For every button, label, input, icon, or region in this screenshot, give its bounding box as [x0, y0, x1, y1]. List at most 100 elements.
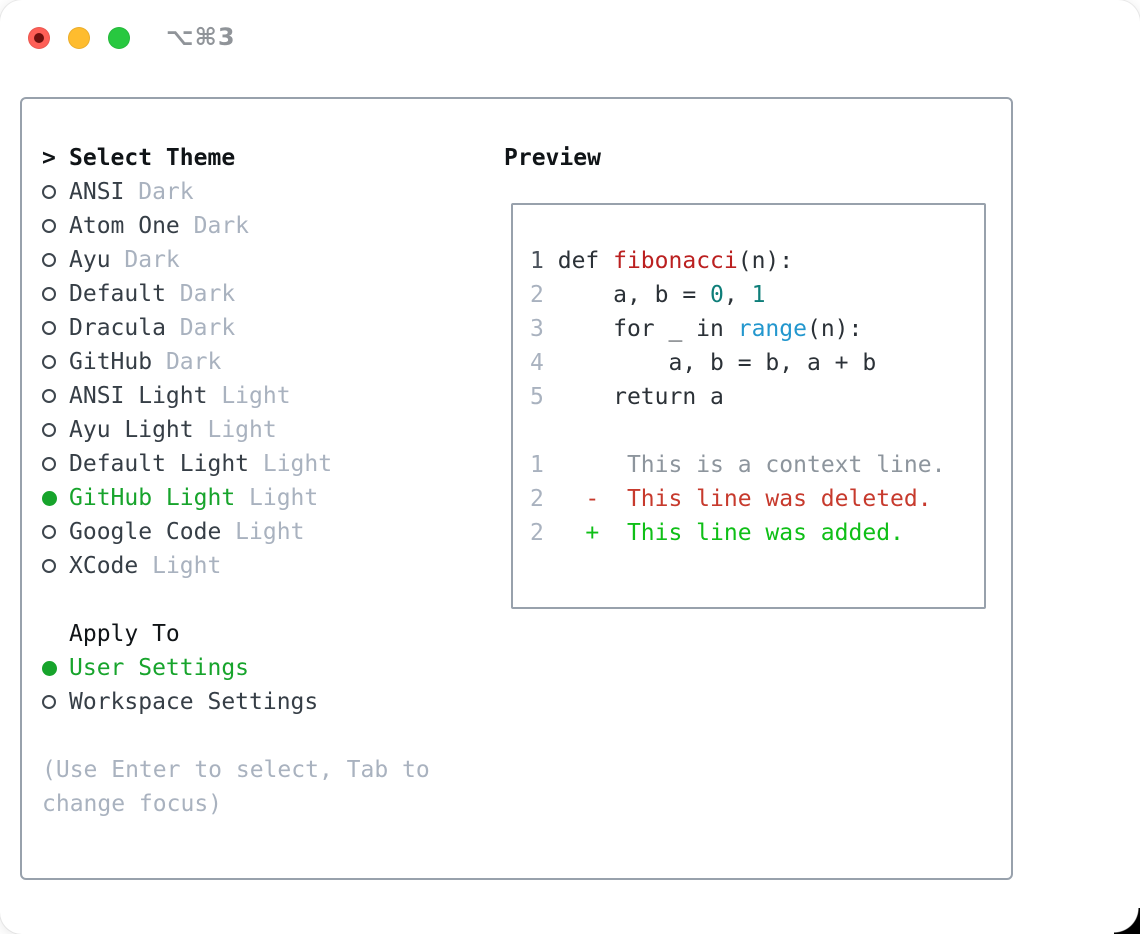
theme-item-label: Google Code: [69, 519, 222, 545]
token-line_number: 5: [530, 384, 544, 410]
token-line_number: 4: [530, 350, 544, 376]
theme-item-variant-tag: Light: [138, 553, 222, 579]
theme-item-variant-tag: Light: [221, 519, 305, 545]
minimize-button[interactable]: [68, 27, 90, 49]
theme-item-ansi-light[interactable]: ANSI Light Light: [42, 379, 492, 413]
radio-icon: [42, 185, 56, 199]
token-code: [544, 486, 586, 512]
diff-line-3: 2 + This line was added.: [530, 516, 984, 550]
theme-item-label: ANSI: [69, 179, 125, 205]
code-line-2: 2 a, b = 0, 1: [530, 278, 984, 312]
token-code: (n):: [737, 248, 794, 274]
token-line_number: 1: [530, 452, 544, 478]
radio-icon: [42, 253, 56, 267]
window-title: ⌥⌘3: [166, 23, 236, 51]
theme-item-variant-tag: Dark: [165, 315, 236, 341]
theme-item-default-light[interactable]: Default Light Light: [42, 447, 492, 481]
token-number: 1: [751, 282, 766, 308]
theme-item-ansi[interactable]: ANSI Dark: [42, 175, 492, 209]
theme-item-atom-one[interactable]: Atom One Dark: [42, 209, 492, 243]
code-line-5: 5 return a: [530, 380, 984, 414]
token-function: fibonacci: [613, 248, 738, 274]
token-line_number: 2: [530, 486, 544, 512]
theme-item-variant-tag: Dark: [110, 247, 180, 273]
token-code: a, b =: [543, 282, 711, 308]
zoom-button[interactable]: [108, 27, 130, 49]
diff-line-1: 1 This is a context line.: [530, 448, 984, 482]
token-code: def: [557, 248, 614, 274]
radio-icon: [42, 321, 56, 335]
token-line_number_active: 1: [530, 248, 544, 274]
theme-item-label: GitHub: [69, 349, 153, 375]
radio-icon: [42, 695, 56, 709]
screen-corner: [1114, 908, 1140, 934]
focus-caret-icon: >: [42, 145, 56, 171]
token-context: This is a context line.: [626, 452, 946, 478]
theme-item-default[interactable]: Default Dark: [42, 277, 492, 311]
theme-item-xcode[interactable]: XCode Light: [42, 549, 492, 583]
apply-option-label: Workspace Settings: [69, 689, 319, 715]
token-line_number: 3: [530, 316, 544, 342]
theme-item-label: GitHub Light: [69, 485, 236, 511]
theme-item-github-light[interactable]: GitHub Light Light: [42, 481, 492, 515]
apply-to-heading-row: Apply To: [42, 617, 492, 651]
token-code: return a: [543, 384, 724, 410]
theme-item-github[interactable]: GitHub Dark: [42, 345, 492, 379]
radio-icon: [42, 559, 56, 573]
theme-item-label: Default Light: [69, 451, 250, 477]
theme-item-dracula[interactable]: Dracula Dark: [42, 311, 492, 345]
radio-icon: [42, 287, 56, 301]
spacer: [530, 414, 984, 448]
token-code: ,: [723, 282, 752, 308]
theme-item-ayu[interactable]: Ayu Dark: [42, 243, 492, 277]
token-code: [544, 248, 558, 274]
token-line_number: 2: [530, 282, 544, 308]
theme-item-variant-tag: Light: [249, 451, 333, 477]
theme-item-variant-tag: Dark: [124, 179, 194, 205]
theme-item-google-code[interactable]: Google Code Light: [42, 515, 492, 549]
theme-item-label: Ayu: [69, 247, 111, 273]
apply-option-workspace-settings[interactable]: Workspace Settings: [42, 685, 492, 719]
preview-heading: Preview: [504, 145, 601, 171]
theme-item-ayu-light[interactable]: Ayu Light Light: [42, 413, 492, 447]
select-theme-heading: Select Theme: [69, 145, 236, 171]
theme-item-variant-tag: Light: [207, 383, 291, 409]
token-line_number: 2: [530, 520, 544, 546]
close-button[interactable]: [28, 27, 50, 49]
theme-item-label: Default: [69, 281, 166, 307]
diff-line-2: 2 - This line was deleted.: [530, 482, 984, 516]
apply-option-user-settings[interactable]: User Settings: [42, 651, 492, 685]
code-line-3: 3 for _ in range(n):: [530, 312, 984, 346]
theme-item-variant-tag: Dark: [179, 213, 250, 239]
preview-column: Preview 1 def fibonacci(n): 2 a, b = 0, 1…: [502, 141, 1002, 609]
token-call: range: [737, 316, 807, 342]
radio-icon: [42, 457, 56, 471]
theme-item-variant-tag: Light: [235, 485, 319, 511]
theme-item-label: Atom One: [69, 213, 180, 239]
apply-option-label: User Settings: [69, 655, 250, 681]
token-deleted: - This line was deleted.: [585, 486, 932, 512]
hint-text-line-1: (Use Enter to select, Tab to: [42, 757, 430, 783]
token-code: for _ in: [543, 316, 738, 342]
theme-item-variant-tag: Light: [193, 417, 277, 443]
theme-item-variant-tag: Dark: [165, 281, 236, 307]
token-context: [544, 452, 627, 478]
radio-icon: [42, 219, 56, 233]
theme-item-label: XCode: [69, 553, 139, 579]
spacer: [42, 719, 492, 753]
spacer: [42, 583, 492, 617]
hint-text-line-2: change focus): [42, 791, 223, 817]
titlebar: ⌥⌘3: [0, 0, 1140, 78]
code-line-4: 4 a, b = b, a + b: [530, 346, 984, 380]
radio-selected-icon: [42, 490, 57, 506]
theme-item-label: ANSI Light: [69, 383, 208, 409]
token-added: + This line was added.: [585, 520, 904, 546]
token-code: [544, 520, 586, 546]
select-theme-heading-row: > Select Theme: [42, 141, 492, 175]
